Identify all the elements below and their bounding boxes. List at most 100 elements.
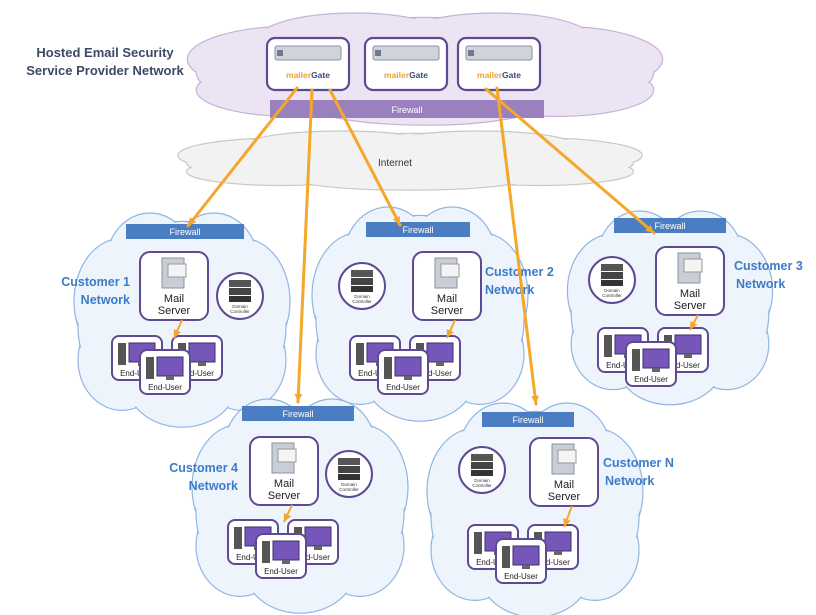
cloud-fill bbox=[724, 273, 768, 355]
appliance-chassis bbox=[465, 45, 533, 61]
cloud-fill bbox=[592, 471, 638, 562]
brand-part-2: Gate bbox=[409, 70, 428, 80]
mail-server-label-2: Server bbox=[268, 490, 301, 502]
dc-server-unit bbox=[351, 286, 373, 292]
monitor-stand bbox=[436, 362, 444, 366]
end-user-label: End-User bbox=[236, 553, 270, 562]
monitor-stand bbox=[282, 560, 290, 564]
end-user-label: End-User bbox=[180, 369, 214, 378]
mail-server-label-1: Mail bbox=[680, 288, 700, 300]
dc-server-unit bbox=[229, 280, 251, 287]
arrow-to-customer-2-arrowhead bbox=[392, 216, 400, 225]
arrow-to-customer-4-arrowhead bbox=[294, 393, 303, 402]
dc-server-unit bbox=[471, 454, 493, 461]
end-user-label: End-User bbox=[634, 375, 668, 384]
monitor-icon bbox=[188, 342, 216, 363]
title-line-1: Hosted Email Security bbox=[36, 45, 174, 60]
firewall-rect bbox=[242, 406, 354, 421]
end-user-label: End-User bbox=[148, 383, 182, 392]
appliance-brand: mailerGate bbox=[384, 70, 428, 80]
internal-arrowhead bbox=[563, 518, 571, 527]
dc-server-unit bbox=[338, 466, 360, 473]
cloud-fill bbox=[531, 150, 633, 174]
brand-part-2: Gate bbox=[311, 70, 330, 80]
firewall-label: Firewall bbox=[402, 225, 433, 235]
end-user-workstation: End-User bbox=[255, 533, 307, 579]
customer-label-1: Customer 1 bbox=[61, 275, 130, 289]
cloud-fill bbox=[290, 165, 530, 189]
brand-part-2: Gate bbox=[502, 70, 521, 80]
dc-server-unit bbox=[229, 296, 251, 302]
firewall-box: Firewall bbox=[242, 406, 354, 421]
firewall-box: Firewall bbox=[614, 218, 726, 233]
customer-network: FirewallMailServerDomainControllerEnd-Us… bbox=[426, 402, 674, 615]
domain-controller-label-2: Controller bbox=[339, 487, 359, 492]
firewall-box: Firewall bbox=[126, 224, 244, 239]
pc-tower-icon bbox=[118, 343, 126, 365]
mail-server-label-1: Mail bbox=[164, 293, 184, 305]
cloud-fill bbox=[477, 275, 523, 366]
dc-server-unit bbox=[601, 264, 623, 271]
pc-tower-icon bbox=[146, 357, 154, 379]
monitor-icon bbox=[394, 356, 422, 377]
cloud-fill bbox=[432, 471, 478, 562]
pc-tower-icon bbox=[604, 335, 612, 357]
monitor-stand bbox=[554, 551, 562, 555]
end-user-label: End-User bbox=[296, 553, 330, 562]
cloud-fill bbox=[549, 49, 653, 96]
domain-controller-label-1: Domain bbox=[341, 482, 357, 487]
appliance-brand: mailerGate bbox=[477, 70, 521, 80]
end-user-label: End-User bbox=[536, 558, 570, 567]
internal-arrowhead bbox=[173, 329, 181, 338]
internet-label: Internet bbox=[378, 158, 412, 169]
mailergate-appliance: mailerGate bbox=[456, 36, 542, 92]
dc-server-unit bbox=[338, 474, 360, 480]
pc-tower-icon bbox=[234, 527, 242, 549]
pc-tower-icon bbox=[474, 532, 482, 554]
arrow-to-customer-1-arrowhead bbox=[188, 217, 197, 226]
appliance-led bbox=[468, 50, 474, 56]
arrow-to-customer-n-arrowhead bbox=[531, 395, 539, 404]
arrow-to-customer-3-line bbox=[484, 87, 656, 235]
internet-cloud bbox=[177, 130, 643, 191]
domain-controller-label-1: Domain bbox=[604, 288, 620, 293]
dc-server-unit bbox=[338, 458, 360, 465]
monitor-icon bbox=[674, 334, 702, 355]
end-user-label: End-User bbox=[264, 567, 298, 576]
dc-server-unit bbox=[229, 288, 251, 295]
end-user-label: End-User bbox=[358, 369, 392, 378]
monitor-stand bbox=[684, 354, 692, 358]
domain-controller-label-2: Controller bbox=[352, 299, 372, 304]
appliance-brand: mailerGate bbox=[286, 70, 330, 80]
end-user-label: End-User bbox=[606, 361, 640, 370]
mail-server-label-1: Mail bbox=[274, 478, 294, 490]
cloud-fill bbox=[385, 132, 573, 158]
brand-part-1: mailer bbox=[384, 70, 410, 80]
mail-server-label-2: Server bbox=[548, 491, 581, 503]
cloud-fill bbox=[247, 132, 435, 158]
domain-controller-label-1: Domain bbox=[474, 478, 490, 483]
monitor-icon bbox=[156, 356, 184, 377]
customer-label-2: Network bbox=[81, 293, 130, 307]
firewall-rect bbox=[126, 224, 244, 239]
arrow-to-customer-n-line bbox=[495, 86, 538, 406]
monitor-stand bbox=[404, 376, 412, 380]
internal-arrowhead bbox=[690, 321, 698, 330]
firewall-label: Firewall bbox=[169, 227, 200, 237]
envelope-icon bbox=[167, 263, 187, 278]
dc-server-unit bbox=[471, 462, 493, 469]
monitor-stand bbox=[198, 362, 206, 366]
envelope-icon bbox=[277, 448, 297, 463]
firewall-label: Firewall bbox=[282, 409, 313, 419]
firewall-rect bbox=[482, 412, 574, 427]
appliance-chassis bbox=[274, 45, 342, 61]
envelope-icon bbox=[683, 258, 703, 273]
